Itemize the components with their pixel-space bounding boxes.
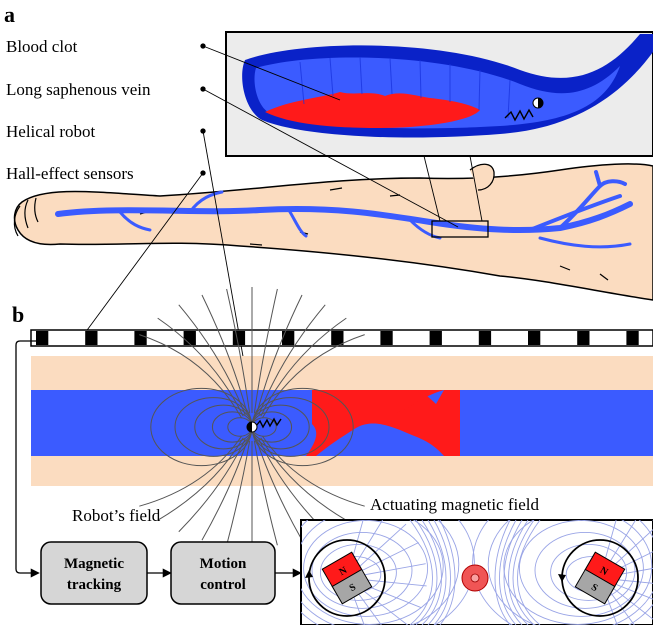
actuating-field-line — [319, 543, 397, 601]
sensor-cell — [429, 331, 442, 345]
dipole-open-line — [258, 304, 326, 415]
dipole-open-line — [178, 304, 246, 415]
feedback-arrow — [15, 340, 40, 578]
tracking-line-1: Magnetic — [64, 556, 124, 572]
dipole-open-line — [139, 334, 242, 419]
actuating-field-line — [421, 520, 442, 625]
panel-a-letter: a — [4, 2, 15, 27]
dipole-open-line — [226, 288, 251, 414]
inset-blood-clot — [265, 92, 480, 128]
actuating-field-line — [415, 520, 438, 625]
vessel-section — [31, 356, 653, 486]
label-saphenous-vein: Long saphenous vein — [6, 80, 151, 99]
leg-veins — [55, 170, 633, 249]
label-blood-clot: Blood clot — [6, 37, 78, 56]
left-magnet: N S — [321, 551, 373, 605]
dipole-open-line — [262, 334, 365, 419]
sensor-cell — [134, 331, 147, 345]
dipole-open-line — [260, 317, 347, 417]
actuating-field-line — [301, 520, 460, 625]
sensor-cells — [36, 331, 639, 345]
sensor-cell — [282, 331, 295, 345]
tracking-line-2: tracking — [67, 577, 122, 593]
dipole-open-line — [157, 317, 244, 417]
motion-line-2: control — [200, 577, 246, 593]
actuating-field-line — [409, 520, 433, 625]
dipole-open-line — [139, 435, 242, 507]
sensor-cell — [183, 331, 196, 345]
dipole-open-line — [256, 440, 303, 541]
sensor-cell — [528, 331, 541, 345]
sensor-cell — [232, 331, 246, 345]
dipole-open-line — [262, 435, 365, 507]
actuating-field-line — [534, 531, 636, 609]
motion-line-1: Motion — [200, 556, 247, 572]
left-magnet-s: S — [348, 582, 359, 595]
foot-toes — [13, 197, 39, 237]
actuating-field-line — [301, 520, 475, 625]
actuating-field-line — [512, 520, 535, 625]
vessel-helical-robot — [246, 417, 282, 433]
actuating-field-label: Actuating magnetic field — [370, 495, 539, 514]
sensor-cell — [626, 331, 639, 345]
right-magnet-s: S — [589, 582, 600, 595]
label-hall-sensors: Hall-effect sensors — [6, 164, 134, 183]
dipole-open-line — [157, 437, 244, 521]
left-rotation-circle — [308, 539, 386, 617]
panel-b-letter: b — [12, 302, 24, 327]
actuating-field-line — [550, 543, 628, 601]
robot-field-label: Robot’s field — [72, 506, 161, 525]
dipole-open-line — [256, 294, 303, 414]
dipole-open-line — [201, 440, 248, 541]
leg-silhouette — [13, 163, 653, 301]
dipole-open-line — [201, 294, 248, 414]
zoom-lines — [423, 155, 483, 222]
actuating-field-line — [472, 520, 653, 625]
actuating-field-lines — [301, 520, 653, 625]
knee-bump — [469, 163, 495, 191]
sensor-cell — [478, 331, 492, 345]
actuating-field-line — [503, 520, 653, 625]
robot-location-box — [431, 220, 489, 238]
magnetic-tracking-box: Magnetic tracking — [40, 541, 148, 605]
dipole-open-line — [260, 437, 347, 521]
dipole-open-line — [178, 439, 246, 533]
sensor-cell — [331, 331, 344, 345]
dipole-open-line — [226, 440, 251, 546]
actuating-field-line — [508, 520, 529, 625]
actuating-field-line — [499, 520, 517, 625]
actuating-field-line — [301, 520, 444, 625]
dipole-open-line — [253, 440, 278, 546]
actuating-field-line — [303, 520, 429, 617]
dipole-open-line — [253, 288, 278, 414]
actuating-field-line — [518, 520, 644, 617]
robot-field-lines — [139, 287, 365, 547]
sensor-cell — [577, 331, 590, 345]
actuating-field-line — [427, 520, 447, 625]
actuating-field-line — [439, 520, 456, 625]
panel-a-labels: Blood clot Long saphenous vein Helical r… — [6, 37, 151, 183]
sensor-cell — [380, 331, 393, 345]
inset-helical-robot — [504, 108, 534, 122]
actuating-field-line — [494, 520, 511, 625]
actuating-field-line — [487, 520, 653, 625]
label-helical-robot: Helical robot — [6, 122, 95, 141]
actuating-field-line — [503, 520, 523, 625]
actuating-field-line — [433, 520, 451, 625]
vein-inset — [242, 34, 653, 138]
actuating-field-line — [311, 531, 413, 609]
motion-control-box: Motion control — [170, 541, 276, 605]
actuating-field-line — [517, 520, 541, 625]
actuating-field-content: N S N S — [301, 520, 653, 625]
right-magnet: N S — [574, 551, 626, 605]
sensor-cell — [85, 331, 98, 345]
sensor-cell — [36, 331, 49, 345]
